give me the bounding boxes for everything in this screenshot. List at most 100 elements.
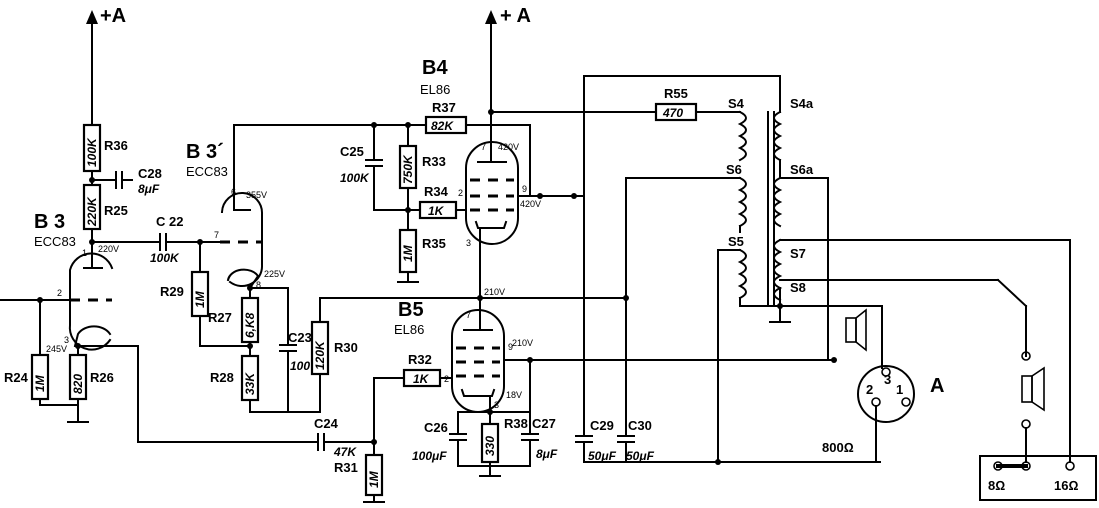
c24-value: 47K xyxy=(333,445,357,459)
r33-value: 750K xyxy=(401,154,415,184)
b5-envelope xyxy=(451,309,505,413)
c25-label: C25 xyxy=(340,144,364,159)
r28-label: R28 xyxy=(210,370,234,385)
b4-type: EL86 xyxy=(420,82,450,97)
supply-left-label: +A xyxy=(100,5,126,27)
s4a-label: S4a xyxy=(790,96,814,111)
r27-value: 6,K8 xyxy=(243,312,257,338)
s8-label: S8 xyxy=(790,280,806,295)
r25-label: R25 xyxy=(104,203,128,218)
c22-capacitor: C 22 100K xyxy=(91,214,221,265)
c30-value: 50μF xyxy=(626,449,655,463)
c29-value: 50μF xyxy=(588,449,617,463)
s5-label: S5 xyxy=(728,234,744,249)
b3-pin2: 2 xyxy=(57,288,62,298)
c25-value: 100K xyxy=(340,171,370,185)
b5-pin9: 9 xyxy=(508,342,513,352)
r29-value: 1M xyxy=(193,290,207,308)
b3-stage: 100K R36 C28 8μF 220K R25 B 3 ECC83 1 22… xyxy=(0,123,319,443)
s7-winding xyxy=(773,238,783,302)
b3p-cathode xyxy=(226,268,260,290)
b4-stage: B4 EL86 82K R37 C25 100K 750K R33 1K R34 xyxy=(233,57,741,301)
imp-8-label: 8Ω xyxy=(988,478,1005,493)
b4-v-anode: 420V xyxy=(498,142,519,152)
c30-label: C30 xyxy=(628,418,652,433)
output-section: 3 2 1 A 800Ω 8Ω 16Ω xyxy=(822,278,1097,501)
r32-value: 1K xyxy=(413,372,430,386)
b3-envelope xyxy=(69,252,114,301)
r55-value: 470 xyxy=(662,106,683,120)
b4-pin7: 7 xyxy=(481,142,486,152)
b3p-pin7: 7 xyxy=(214,230,219,240)
b3p-pin8: 8 xyxy=(256,280,261,290)
b3p-v-cathode: 225V xyxy=(264,269,285,279)
s4-winding xyxy=(737,110,747,162)
s7-label: S7 xyxy=(790,246,806,261)
pin2-label: 2 xyxy=(866,382,873,397)
s6-winding xyxy=(737,176,747,228)
c24-label: C24 xyxy=(314,416,339,431)
c22-label: C 22 xyxy=(156,214,183,229)
b3-v-anode: 220V xyxy=(98,244,119,254)
r29-label: R29 xyxy=(160,284,184,299)
b3p-stage: B 3´ ECC83 6 355V 7 8 225V 1M R29 6,K8 R… xyxy=(160,124,627,413)
b5-name: B5 xyxy=(398,299,424,321)
r38-value: 330 xyxy=(483,436,497,456)
b3-pin1: 1 xyxy=(82,248,87,258)
r36-label: R36 xyxy=(104,138,128,153)
c28-value: 8μF xyxy=(138,182,160,196)
b5-type: EL86 xyxy=(394,322,424,337)
r28-value: 33K xyxy=(243,372,257,395)
b3p-type: ECC83 xyxy=(186,164,228,179)
s6a-winding xyxy=(773,176,783,228)
c22-value: 100K xyxy=(150,251,180,265)
b5-v-cathode: 18V xyxy=(506,390,522,400)
b3-type: ECC83 xyxy=(34,234,76,249)
r30-value: 120K xyxy=(313,340,327,370)
pin-3-icon xyxy=(881,367,891,377)
external-speaker-icon xyxy=(1021,375,1033,403)
c27-label: C27 xyxy=(532,416,556,431)
c23-label: C23 xyxy=(288,330,312,345)
r32-label: R32 xyxy=(408,352,432,367)
r31-value: 1M xyxy=(367,470,381,488)
r27-label: R27 xyxy=(208,310,232,325)
terminal-16-icon[interactable] xyxy=(1065,461,1075,471)
b3-v-cathode: 245V xyxy=(46,344,67,354)
b3-name: B 3 xyxy=(34,211,65,233)
b5-v-anode: 210V xyxy=(484,287,505,297)
s6a-label: S6a xyxy=(790,162,814,177)
r24-label: R24 xyxy=(4,370,29,385)
r35-label: R35 xyxy=(422,236,446,251)
r55-label: R55 xyxy=(664,86,688,101)
r34-label: R34 xyxy=(424,184,449,199)
s5-winding xyxy=(737,248,747,300)
c29-label: C29 xyxy=(590,418,614,433)
r31-label: R31 xyxy=(334,460,358,475)
filter-caps: C29 50μF C30 50μF xyxy=(575,75,881,465)
supply-left: +A xyxy=(86,5,126,126)
din-connector-icon xyxy=(857,365,915,423)
internal-speaker-icon xyxy=(845,317,857,343)
c23-value: 100 xyxy=(290,359,310,373)
s4-label: S4 xyxy=(728,96,745,111)
r24-value: 1M xyxy=(33,374,47,392)
b3p-name: B 3´ xyxy=(186,141,224,163)
c27-value: 8μF xyxy=(536,447,558,461)
b4-envelope xyxy=(465,141,519,245)
s6-label: S6 xyxy=(726,162,742,177)
b5-pin7: 7 xyxy=(466,310,471,320)
pin1-label: 1 xyxy=(896,382,903,397)
output-transformer: S4 S4a S6 S6a S5 S7 S8 xyxy=(717,96,1071,463)
b3-pin3: 3 xyxy=(64,335,69,345)
r26-value: 820 xyxy=(71,374,85,394)
r34-value: 1K xyxy=(428,204,445,218)
b3p-envelope xyxy=(220,191,264,287)
c26-value: 100μF xyxy=(412,449,447,463)
b5-pin3: 3 xyxy=(494,400,499,410)
b3p-v-anode: 355V xyxy=(246,190,267,200)
b5-stage: B5 EL86 7 9 210V 2 3 18V 1K R32 C24 47K xyxy=(314,299,835,503)
supply-right-label: + A xyxy=(500,5,531,27)
b5-v-screen: 210V xyxy=(512,338,533,348)
